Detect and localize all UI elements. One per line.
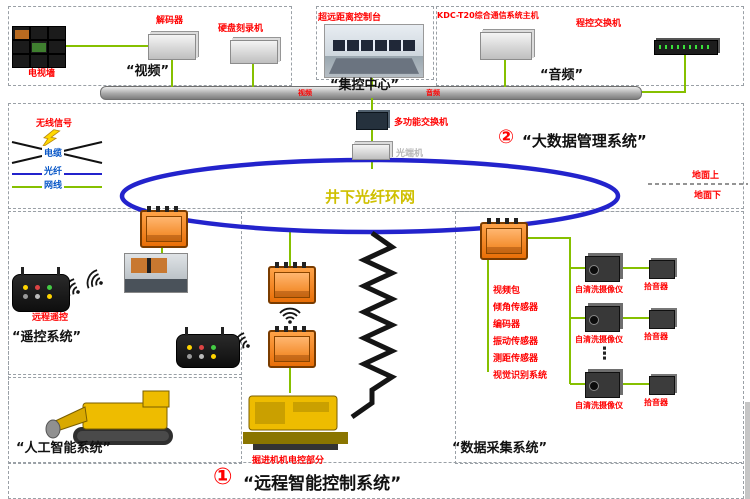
sensor-label: 测距传感器 (493, 354, 539, 364)
video-section-box (8, 6, 292, 86)
comm-host-device (480, 32, 532, 60)
bus-audio-tag: 音频 (426, 89, 440, 97)
control-center-photo (324, 24, 424, 78)
fiber-legend-label: 光纤 (42, 164, 65, 177)
mine-substation-mid-lower (268, 326, 316, 368)
pbx-switch-device (654, 40, 718, 55)
pickup-device-1 (649, 260, 675, 279)
bigdata-system-title: “大数据管理系统” (522, 132, 647, 150)
sensor-label: 编码器 (493, 320, 521, 330)
remote-system-title: “遥控系统” (12, 330, 82, 345)
wireless-legend-label: 无线信号 (36, 119, 73, 129)
machine-electric-label: 掘进机机电控部分 (252, 456, 325, 466)
control-center-title: “集控中心” (330, 78, 400, 93)
sensor-label: 振动传感器 (493, 337, 539, 347)
decoder-device (148, 34, 196, 60)
camera-label: 自清洗摄像仪 (575, 335, 623, 344)
fiber-ring-label: 井下光纤环网 (324, 188, 415, 206)
ai-system-title: “人工智能系统” (16, 441, 112, 456)
camera-label: 自清洗摄像仪 (575, 401, 623, 410)
ground-below-label: 地面下 (694, 191, 722, 201)
pickup-device-3 (649, 376, 675, 395)
tv-wall-image (12, 26, 66, 68)
mine-substation-right (480, 218, 528, 260)
pickup-device-2 (649, 310, 675, 329)
self-cleaning-camera-3 (585, 372, 620, 398)
pickup-label: 拾音器 (644, 398, 668, 407)
mine-substation-mid-upper (268, 262, 316, 304)
main-title-number: ① (213, 464, 233, 490)
title-divider-line (8, 462, 742, 463)
control-center-section-box (316, 6, 434, 80)
pickup-label: 拾音器 (644, 332, 668, 341)
cable-legend-label: 电缆 (42, 146, 65, 159)
self-cleaning-camera-2 (585, 306, 620, 332)
roadheader-electric-unit-image (243, 395, 348, 450)
pbx-label: 程控交换机 (576, 19, 622, 29)
page-edge-shadow (745, 402, 750, 499)
multi-switch-label: 多功能交换机 (394, 118, 449, 128)
optical-terminal-label: 光端机 (396, 149, 424, 159)
tv-wall-label: 电视墙 (28, 69, 56, 79)
remote-controller-1 (12, 267, 70, 312)
console-label: 超远距离控制台 (318, 13, 382, 23)
local-console-photo (124, 253, 188, 293)
net-legend-label: 网线 (42, 178, 65, 191)
disk-recorder-device (230, 40, 278, 64)
main-title: “远程智能控制系统” (243, 474, 402, 494)
bigdata-number: ② (498, 126, 515, 148)
daq-system-title: “数据采集系统” (452, 441, 548, 456)
audio-section-box (436, 6, 744, 86)
recorder-label: 硬盘刻录机 (218, 24, 264, 34)
sensor-label: 倾角传感器 (493, 303, 539, 313)
sensor-label: 视觉识别系统 (493, 371, 548, 381)
camera-label: 自清洗摄像仪 (575, 285, 623, 294)
pickup-label: 拾音器 (644, 282, 668, 291)
optical-terminal-device (352, 144, 390, 160)
audio-group-title: “音频” (540, 68, 584, 83)
remote-operate-label: 远程遥控 (32, 313, 69, 323)
ground-above-label: 地面上 (692, 171, 720, 181)
comm-host-label: KDC-T20综合通信系统主机 (437, 11, 539, 20)
ai-section-box (8, 377, 242, 464)
video-group-title: “视频” (126, 64, 170, 79)
bus-video-tag: 视频 (298, 89, 312, 97)
remote-controller-2 (176, 327, 240, 368)
ellipsis-dots: ⋮ (596, 344, 613, 364)
self-cleaning-camera-1 (585, 256, 620, 282)
decoder-label: 解码器 (156, 16, 184, 26)
multi-function-switch-device (356, 112, 388, 130)
mine-substation-left (140, 206, 188, 248)
roadheader-machine-image (45, 390, 173, 445)
video-pack-label: 视频包 (493, 286, 521, 296)
